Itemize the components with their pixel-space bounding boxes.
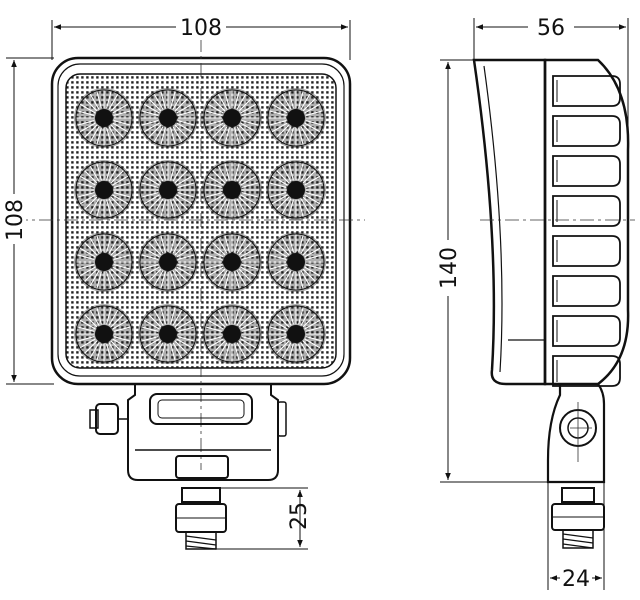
dimension-front-height: 108 (2, 57, 54, 385)
led-1 (74, 88, 134, 148)
led-7 (202, 160, 262, 220)
led-9 (74, 232, 134, 292)
led-12 (266, 232, 326, 292)
fin-4 (552, 195, 621, 227)
fin-6 (552, 275, 621, 307)
fin-5 (552, 235, 621, 267)
led-6 (138, 160, 198, 220)
led-11 (202, 232, 262, 292)
led-8 (266, 160, 326, 220)
front-mount-bracket (89, 384, 287, 481)
dimension-bolt-length: 25 (216, 487, 312, 550)
dim-label-side-depth: 56 (537, 16, 565, 41)
led-14 (138, 304, 198, 364)
led-16 (266, 304, 326, 364)
fin-7 (552, 315, 621, 347)
dim-label-bolt-length: 25 (287, 502, 312, 530)
heatsink-fins (552, 75, 621, 387)
fin-3 (552, 155, 621, 187)
dimension-front-width: 108 (51, 14, 351, 60)
led-10 (138, 232, 198, 292)
front-bolt (175, 487, 227, 550)
dim-label-front-height: 108 (3, 199, 28, 241)
front-view (14, 38, 365, 550)
led-2 (138, 88, 198, 148)
led-3 (202, 88, 262, 148)
dim-label-side-height: 140 (437, 247, 462, 289)
side-heatsink (543, 58, 630, 386)
side-mount-bracket (546, 383, 606, 484)
led-15 (202, 304, 262, 364)
fin-2 (552, 115, 621, 147)
side-bolt (551, 487, 605, 549)
dimension-side-depth: 56 (473, 14, 629, 150)
side-front-face (472, 58, 547, 386)
dimension-side-height: 140 (436, 59, 550, 483)
dim-label-bracket-width: 24 (562, 567, 590, 592)
led-13 (74, 304, 134, 364)
fin-8 (552, 355, 621, 387)
led-4 (266, 88, 326, 148)
fin-1 (552, 75, 621, 107)
dimension-bracket-width: 24 (547, 482, 605, 592)
side-view (472, 58, 635, 549)
led-array (74, 88, 326, 364)
dim-label-front-width: 108 (180, 16, 222, 41)
led-5 (74, 160, 134, 220)
